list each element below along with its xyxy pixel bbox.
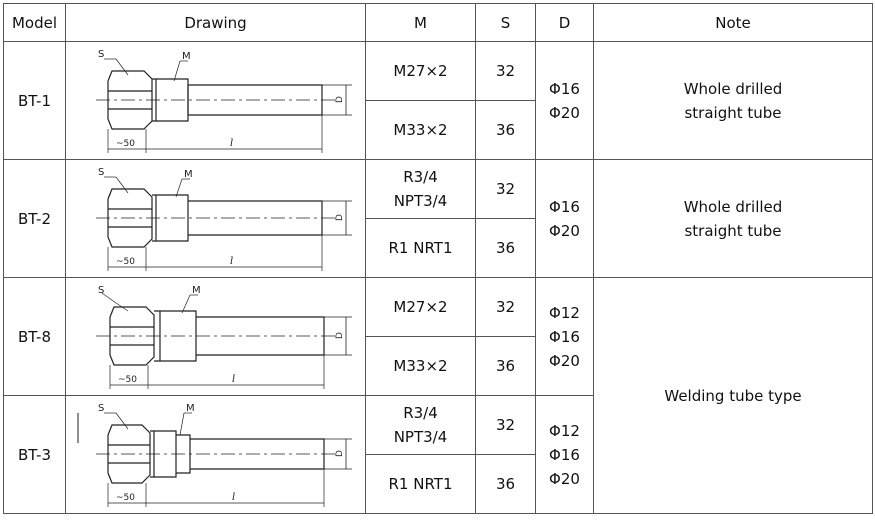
header-row: Model Drawing M S D Note	[3, 3, 873, 42]
note-cell: Whole drilled straight tube	[593, 159, 873, 278]
m-cell: M33×2	[365, 336, 476, 396]
label-s: S	[98, 167, 104, 178]
label-width: ~50	[116, 257, 135, 267]
bolt-drawing: S M D ~50 l	[95, 285, 352, 389]
m-cell: R3/4 NPT3/4	[365, 159, 476, 219]
s-cell: 32	[475, 159, 536, 219]
label-m: M	[192, 285, 201, 296]
drawing-cell: S M D ~50 l	[65, 159, 366, 278]
header-model: Model	[3, 3, 66, 42]
label-s: S	[98, 285, 104, 296]
label-m: M	[186, 403, 195, 414]
bolt-drawing: S M D ~50 l	[95, 167, 352, 271]
s-cell: 36	[475, 218, 536, 278]
label-s: S	[98, 403, 104, 414]
drawing-cell: S M D ~50 l	[65, 277, 366, 396]
s-cell: 32	[475, 395, 536, 455]
model-cell: BT-3	[3, 395, 66, 514]
model-cell: BT-8	[3, 277, 66, 396]
d-cell: Φ16 Φ20	[535, 41, 594, 160]
table-row: M33×2 36	[4, 336, 873, 396]
m-cell: M27×2	[365, 41, 476, 101]
table-row: BT-2	[3, 159, 873, 278]
table-row: BT-1	[3, 41, 873, 160]
table-row: M33×2 36	[4, 100, 873, 160]
s-cell: 36	[475, 454, 536, 514]
label-length: l	[232, 492, 235, 503]
bolt-drawing: S M D ~50 l	[95, 49, 352, 153]
label-s: S	[98, 49, 104, 60]
d-cell: Φ12 Φ16 Φ20	[535, 277, 594, 396]
label-d: D	[335, 214, 345, 221]
label-width: ~50	[118, 375, 137, 385]
label-m: M	[182, 51, 191, 62]
table-row: BT-8	[3, 277, 873, 514]
label-m: M	[184, 169, 193, 180]
drawing-cell: S M D ~50 l	[65, 395, 366, 514]
m-cell: M33×2	[365, 100, 476, 160]
drawing-cell: S M D ~50 l	[65, 41, 366, 160]
label-width: ~50	[116, 139, 135, 149]
d-cell: Φ16 Φ20	[535, 159, 594, 278]
header-drawing: Drawing	[65, 3, 366, 42]
label-length: l	[232, 374, 235, 385]
table-row: BT-3	[3, 395, 873, 514]
header-note: Note	[593, 3, 873, 42]
m-cell: R1 NRT1	[365, 218, 476, 278]
header-m: M	[365, 3, 476, 42]
m-cell: M27×2	[365, 277, 476, 337]
d-cell: Φ12 Φ16 Φ20	[535, 395, 594, 514]
header-s: S	[475, 3, 536, 42]
table-row: R1 NRT1 36	[4, 218, 873, 278]
header-d: D	[535, 3, 594, 42]
label-d: D	[335, 96, 345, 103]
m-cell: R1 NRT1	[365, 454, 476, 514]
s-cell: 36	[475, 336, 536, 396]
model-cell: BT-2	[3, 159, 66, 278]
label-d: D	[335, 332, 345, 339]
s-cell: 32	[475, 277, 536, 337]
s-cell: 36	[475, 100, 536, 160]
label-length: l	[230, 138, 233, 149]
model-cell: BT-1	[3, 41, 66, 160]
bolt-drawing: S M D ~50 l	[77, 403, 352, 507]
label-length: l	[230, 256, 233, 267]
note-cell: Whole drilled straight tube	[593, 41, 873, 160]
m-cell: R3/4 NPT3/4	[365, 395, 476, 455]
label-d: D	[335, 450, 345, 457]
table-row: R1 NRT1 36	[4, 454, 873, 514]
label-width: ~50	[116, 493, 135, 503]
s-cell: 32	[475, 41, 536, 101]
note-cell: Welding tube type	[593, 277, 873, 514]
spec-table: Model Drawing M S D Note BT-1	[3, 3, 873, 514]
